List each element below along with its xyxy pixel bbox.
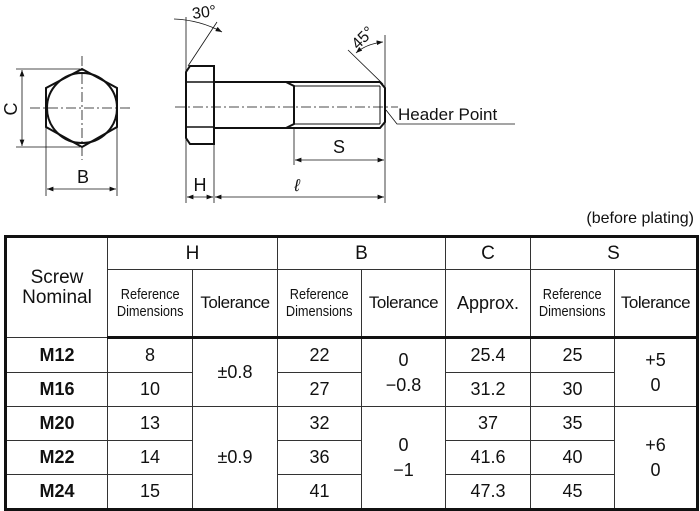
nominal-cell: M12 [5, 337, 108, 373]
s-cell: 35 [530, 406, 615, 441]
nominal-cell: M20 [5, 406, 108, 441]
header-point-label: Header Point [398, 105, 498, 124]
dim-c-label: C [1, 103, 21, 116]
angle-tip-label: 45° [349, 24, 378, 53]
c-approx-header: Approx. [445, 269, 531, 339]
b-tolerance-cell: 0−1 [361, 406, 446, 510]
h-cell: 15 [107, 474, 193, 510]
table-row: M16 10 27 31.2 30 [5, 372, 698, 407]
angle-head-label: 30° [191, 3, 217, 23]
b-cell: 41 [277, 474, 362, 510]
s-tol-header: Tolerance [614, 269, 698, 339]
c-cell: 41.6 [445, 440, 531, 475]
table-row: M24 15 41 47.3 45 [5, 474, 698, 510]
b-tol-header: Tolerance [361, 269, 446, 339]
hex-end-view [16, 56, 132, 196]
b-cell: 32 [277, 406, 362, 441]
dim-s-label: S [333, 137, 345, 157]
dim-b-label: B [77, 167, 89, 187]
nominal-cell: M16 [5, 372, 108, 407]
h-tol-header: Tolerance [192, 269, 278, 339]
b-cell: 27 [277, 372, 362, 407]
before-plating-note: (before plating) [586, 210, 694, 227]
c-cell: 25.4 [445, 337, 531, 373]
s-cell: 40 [530, 440, 615, 475]
h-cell: 13 [107, 406, 193, 441]
table-row: M22 14 36 41.6 40 [5, 440, 698, 475]
dim-h-label: H [194, 175, 207, 195]
h-cell: 14 [107, 440, 193, 475]
c-cell: 37 [445, 406, 531, 441]
h-tolerance-cell: ±0.9 [192, 406, 278, 510]
h-tolerance-cell: ±0.8 [192, 337, 278, 407]
nominal-cell: M22 [5, 440, 108, 475]
header-c: C [445, 236, 531, 270]
b-cell: 36 [277, 440, 362, 475]
b-tolerance-cell: 0−0.8 [361, 337, 446, 407]
s-cell: 45 [530, 474, 615, 510]
header-h: H [107, 236, 278, 270]
bolt-drawing: C B 30° 45° S H ℓ Header Point [1, 3, 515, 203]
h-cell: 10 [107, 372, 193, 407]
s-cell: 25 [530, 337, 615, 373]
c-cell: 47.3 [445, 474, 531, 510]
header-s: S [530, 236, 698, 270]
dim-l-label: ℓ [293, 176, 300, 195]
header-b: B [277, 236, 446, 270]
bolt-side-view [173, 17, 515, 203]
b-cell: 22 [277, 337, 362, 373]
s-cell: 30 [530, 372, 615, 407]
nominal-cell: M24 [5, 474, 108, 510]
h-cell: 8 [107, 337, 193, 373]
c-cell: 31.2 [445, 372, 531, 407]
